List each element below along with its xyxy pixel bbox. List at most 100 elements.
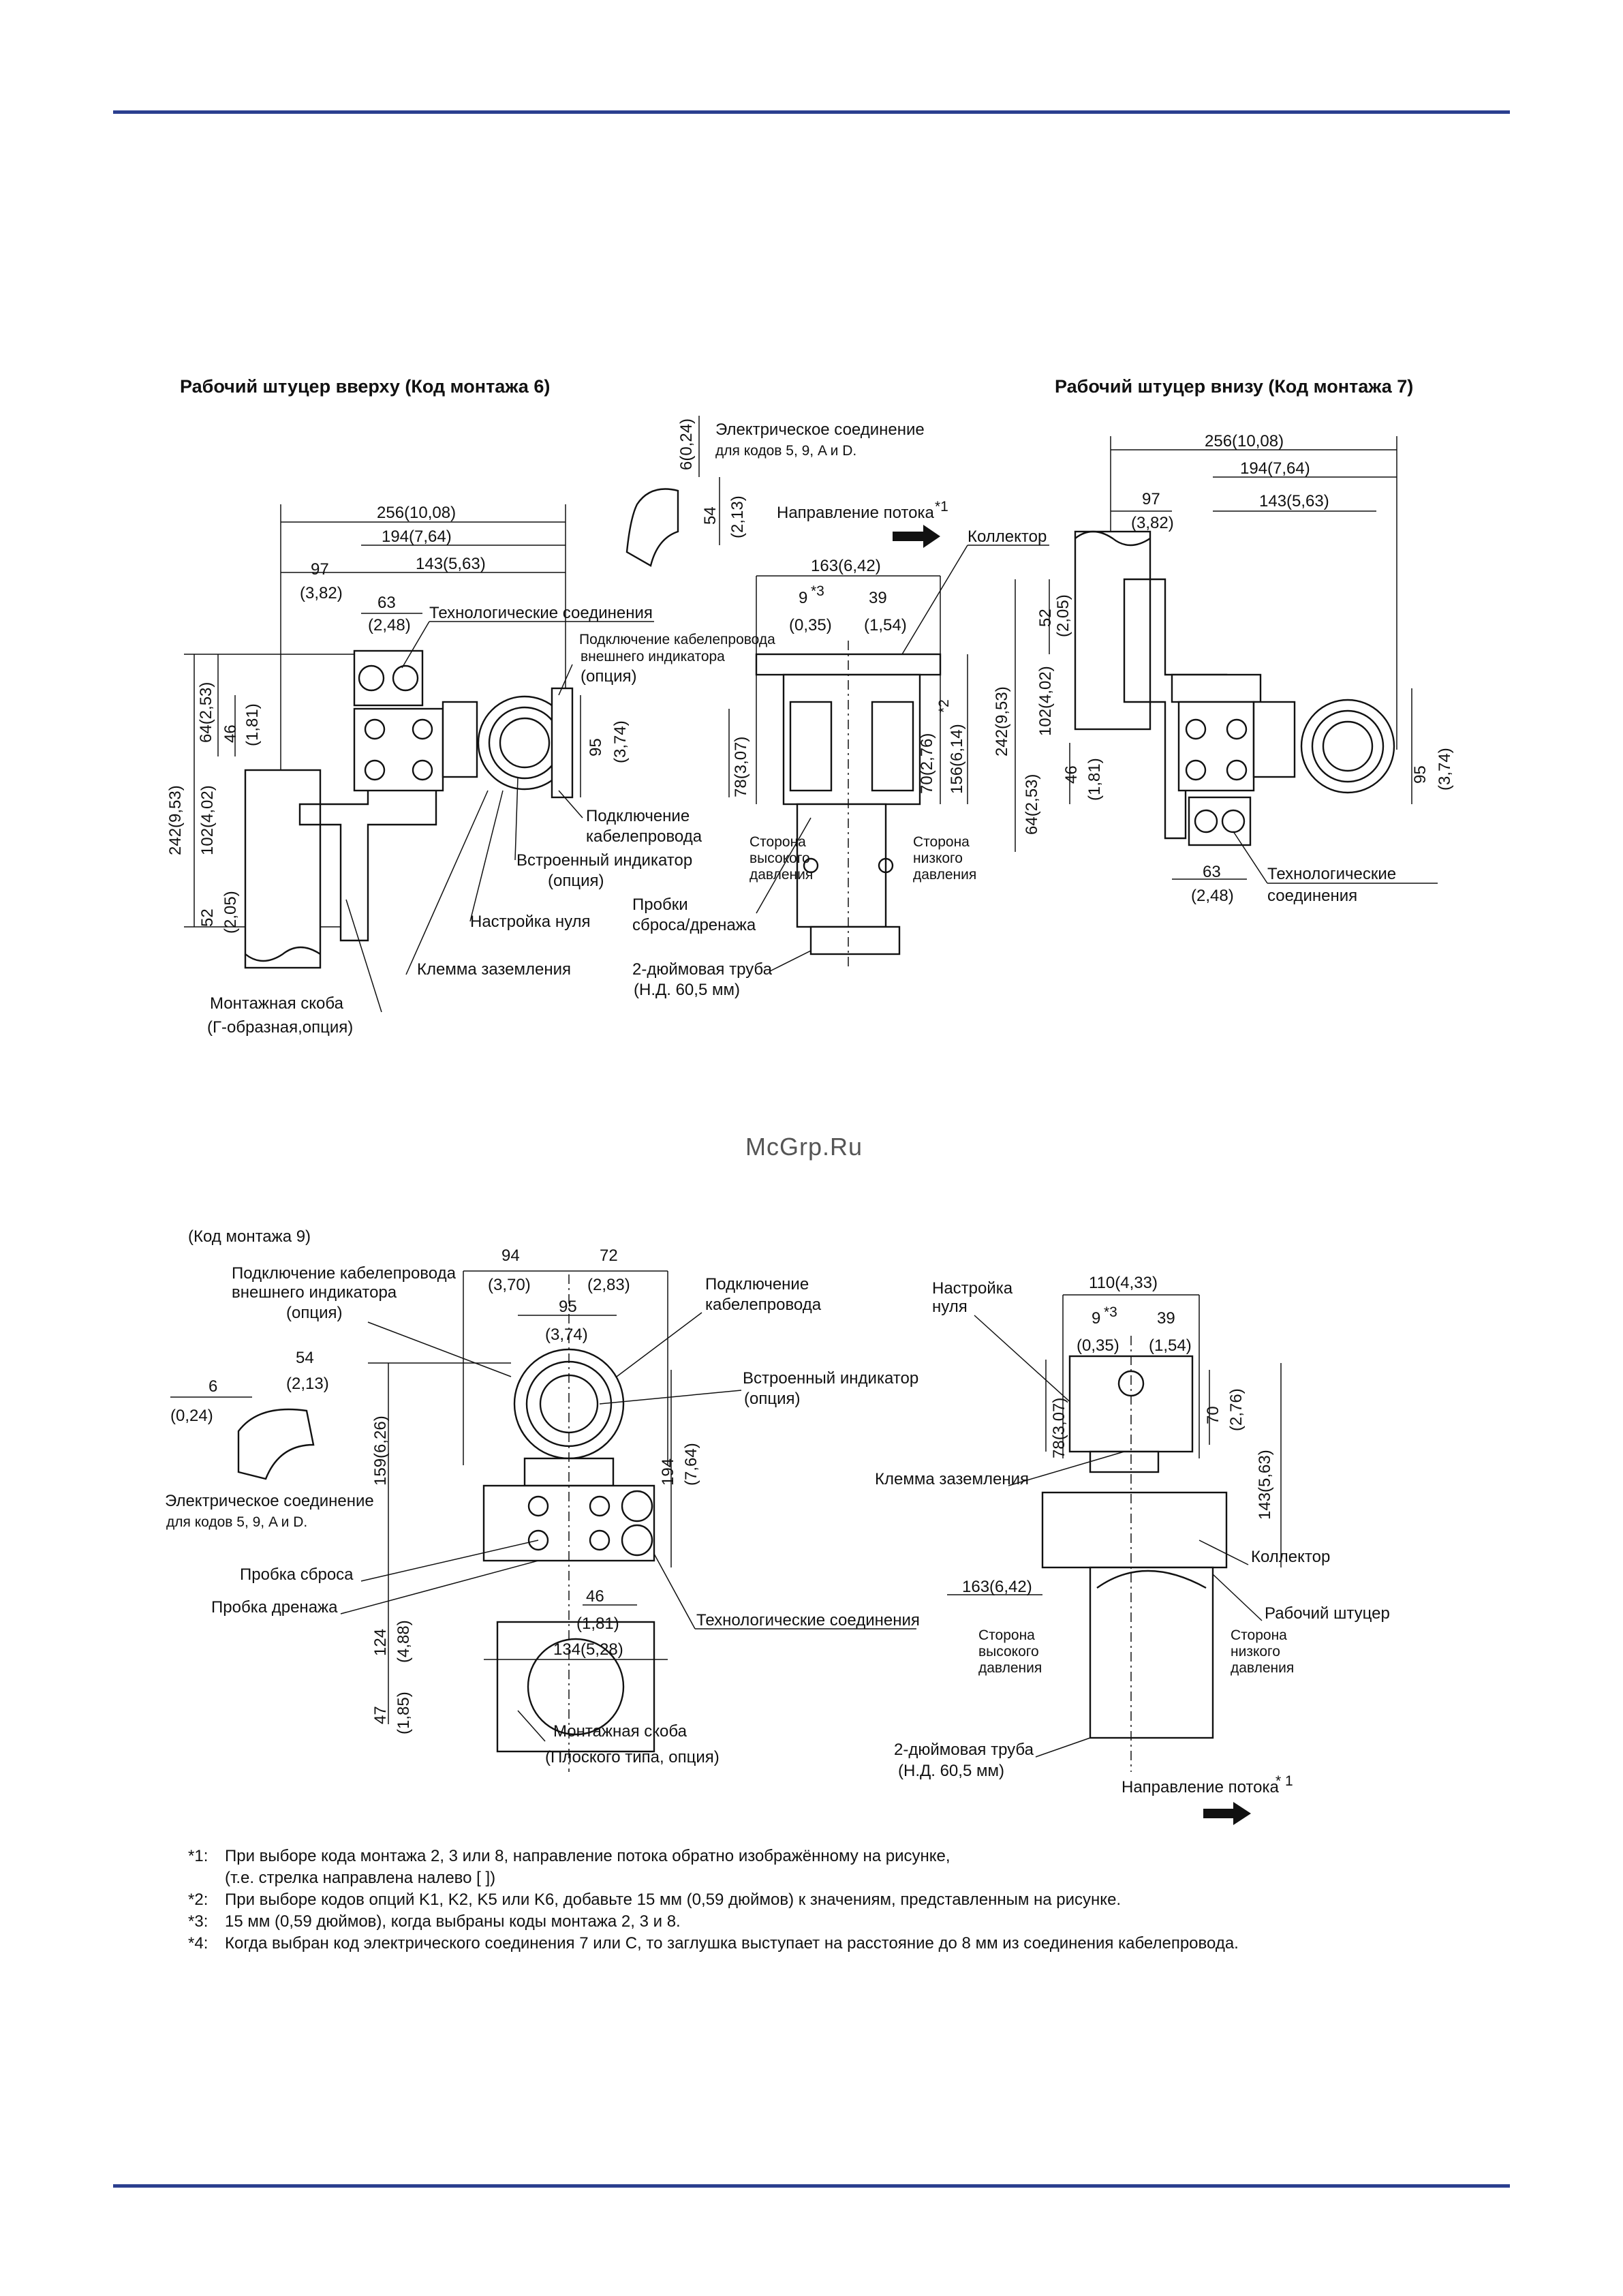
dim-110: 110(4,33) [1089, 1274, 1158, 1292]
footnote-3: *3: 15 мм (0,59 дюймов), когда выбраны к… [188, 1911, 1469, 1933]
dim-1-81: (1,81) [243, 703, 262, 746]
label-ext-indicator-2-b: внешнего индикатора [232, 1283, 397, 1302]
dim-3-74-r: (3,74) [1436, 748, 1454, 791]
dim-0-35: (0,35) [789, 616, 832, 634]
dim-242: 242(9,53) [166, 785, 185, 855]
dim-7-64-b: (7,64) [682, 1443, 700, 1486]
drawing-side-view-code-9: Настройка нуля 110(4,33) 9 *3 (0,35) 39 … [875, 1274, 1390, 1825]
label-port-b: Рабочий штуцер [1265, 1604, 1390, 1623]
dim-102: 102(4,02) [198, 785, 217, 855]
dim-64: 64(2,53) [197, 682, 215, 743]
dim-124: 124 [371, 1629, 390, 1656]
footnote-key: *1: [188, 1847, 208, 1865]
dim-1-85: (1,85) [395, 1692, 413, 1734]
label-zero-adjust: Настройка нуля [470, 913, 591, 931]
dim-97-r: 97 [1142, 490, 1160, 508]
dim-242-r: 242(9,53) [993, 686, 1011, 756]
footnote-text: (т.е. стрелка направлена налево [ ]) [225, 1869, 496, 1887]
label-bracket-2: (Г-образная,опция) [207, 1018, 353, 1037]
label-bracket-1-b: Монтажная скоба [553, 1722, 687, 1741]
dim-3-82: (3,82) [300, 584, 343, 602]
manifold-b [1041, 1491, 1228, 1569]
dim-39-b: 39 [1157, 1309, 1175, 1328]
label-elec-1: Электрическое соединение [715, 420, 925, 439]
label-high-1: Сторона [749, 834, 806, 850]
dim-3-70: (3,70) [488, 1276, 531, 1294]
label-flow-b: Направление потока [1122, 1778, 1280, 1796]
label-process-b: Технологические соединения [696, 1611, 920, 1629]
dim-9-sup: *3 [811, 583, 824, 599]
label-indicator-2: (опция) [548, 872, 604, 890]
dim-194-b: 194 [659, 1458, 677, 1486]
elec-connector-icon-b [237, 1408, 315, 1480]
label-ground-terminal: Клемма заземления [417, 960, 571, 979]
drawing-side-view-code-6: 6(0,24) 54 (2,13) Электрическое соединен… [625, 416, 1049, 999]
label-drain-plug: Пробка дренажа [211, 1598, 338, 1617]
pipe [244, 769, 322, 969]
flange-top [353, 649, 424, 707]
label-indicator-1: Встроенный индикатор [516, 851, 692, 870]
dim-52: 52 [198, 908, 217, 927]
dim-156: 156(6,14) [948, 724, 966, 794]
dim-78: 78(3,07) [732, 737, 750, 797]
pipe-bracket-b [1089, 1566, 1214, 1739]
label-bracket-1: Монтажная скоба [210, 994, 344, 1013]
flow-arrow-icon [893, 525, 940, 548]
label-conduit-2: кабелепровода [586, 827, 702, 846]
dim-2-13-b: (2,13) [286, 1375, 329, 1393]
dim-63-r: 63 [1203, 863, 1221, 881]
dim-163: 163(6,42) [811, 557, 881, 575]
label-process-connections: Технологические соединения [429, 604, 653, 622]
label-low-2: низкого [913, 851, 963, 866]
elec-connector-icon [625, 488, 679, 567]
label-pipe-2: (Н.Д. 60,5 мм) [634, 981, 740, 999]
label-pipe-2-b: (Н.Д. 60,5 мм) [898, 1762, 1004, 1780]
dim-9-b: 9 [1092, 1309, 1100, 1328]
dim-elec-6: 6(0,24) [677, 418, 696, 470]
dim-1-81-r: (1,81) [1085, 758, 1104, 801]
dim-1-81-b: (1,81) [576, 1614, 619, 1633]
label-conduit-1: Подключение [586, 807, 690, 825]
dim-2-76-b: (2,76) [1227, 1388, 1246, 1431]
label-elec-2-b: для кодов 5, 9, A и D. [166, 1514, 307, 1530]
dim-0-35-b: (0,35) [1077, 1336, 1119, 1355]
label-ext-indicator-1-b: Подключение кабелепровода [232, 1264, 457, 1283]
label-low-3-b: давления [1231, 1660, 1294, 1676]
footnote-1-cont: (т.е. стрелка направлена налево [ ]) [188, 1867, 1469, 1889]
dim-46-b: 46 [586, 1587, 604, 1606]
label-high-2: высокого [749, 851, 810, 866]
label-process-2-r: соединения [1267, 887, 1357, 905]
label-flow-sup: *1 [935, 499, 948, 515]
label-bracket-2-b: (Плоского типа, опция) [545, 1748, 720, 1766]
dim-elec-54: 54 [701, 506, 720, 525]
label-low-1-b: Сторона [1231, 1627, 1287, 1643]
capsule [353, 707, 444, 792]
dim-78-b: 78(3,07) [1050, 1398, 1068, 1458]
footer-rule [113, 2184, 1510, 2188]
footnotes: *1: При выборе кода монтажа 2, 3 или 8, … [188, 1846, 1469, 1955]
capsule-r [1177, 701, 1255, 792]
label-ext-indicator-3: (опция) [581, 667, 636, 686]
title-code-6: Рабочий штуцер вверху (Код монтажа 6) [180, 376, 550, 397]
dim-9: 9 [799, 589, 807, 607]
footnote-key: *2: [188, 1891, 208, 1909]
footnote-key [188, 1867, 225, 1889]
label-ext-indicator-1: Подключение кабелепровода [579, 632, 775, 647]
drawing-mounting-code-9: (Код монтажа 9) Подключение кабелепровод… [165, 1227, 920, 1772]
label-pipe-1-b: 2-дюймовая труба [894, 1741, 1034, 1759]
footnote-text: При выборе кодов опций K1, K2, K5 или K6… [225, 1891, 1122, 1909]
dim-95-b: 95 [559, 1298, 577, 1316]
dim-143-b: 143(5,63) [1256, 1450, 1274, 1520]
label-flow-direction: Направление потока [777, 504, 935, 522]
footnote-key: *4: [188, 1934, 208, 1953]
dim-2-83: (2,83) [587, 1276, 630, 1294]
dim-2-05-r: (2,05) [1054, 594, 1072, 637]
footnote-1: *1: При выборе кода монтажа 2, 3 или 8, … [188, 1846, 1469, 1867]
dim-54-b: 54 [296, 1349, 314, 1367]
label-low-1: Сторона [913, 834, 970, 850]
label-zero-1-b: Настройка [932, 1279, 1013, 1298]
label-flow-sup-b: * 1 [1276, 1773, 1293, 1789]
flat-bracket [496, 1621, 655, 1753]
label-pipe-1: 2-дюймовая труба [632, 960, 773, 979]
